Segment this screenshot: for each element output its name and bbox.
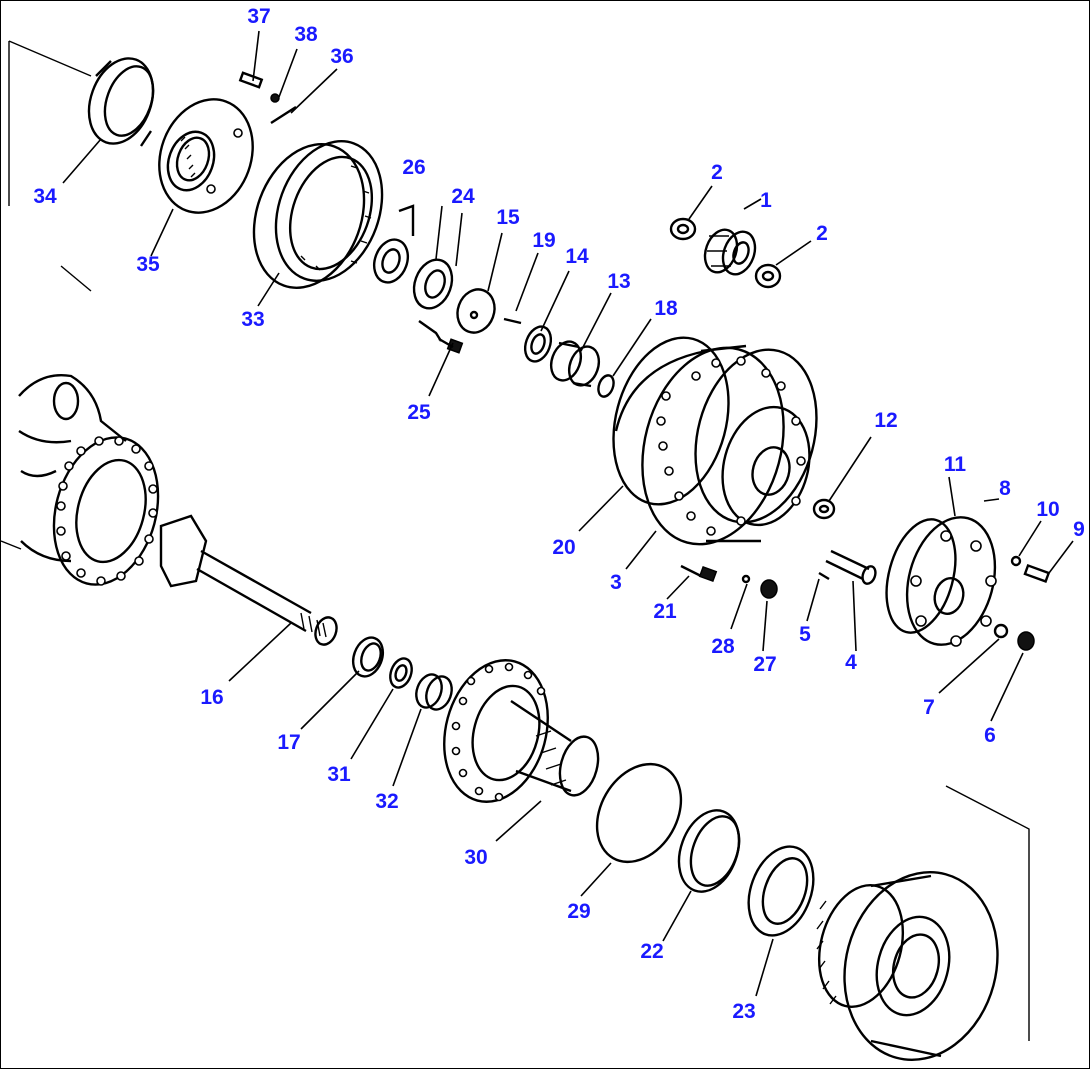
callout-12: 12 bbox=[874, 409, 897, 432]
callout-3: 3 bbox=[610, 571, 622, 594]
part-9-bolt bbox=[1023, 563, 1051, 583]
callout-22: 22 bbox=[640, 940, 663, 963]
callout-16: 16 bbox=[200, 686, 223, 709]
part-35-flange bbox=[158, 98, 254, 214]
callout-28: 28 bbox=[711, 635, 735, 658]
part-12-nut bbox=[812, 498, 836, 520]
callout-21: 21 bbox=[653, 600, 677, 623]
callout-6: 6 bbox=[984, 724, 996, 747]
part-4-planet-shaft bbox=[825, 549, 877, 585]
callout-35: 35 bbox=[136, 253, 160, 276]
part-1-planet-gear bbox=[703, 228, 757, 276]
callout-29: 29 bbox=[567, 900, 590, 923]
callout-32: 32 bbox=[375, 790, 398, 813]
part-29-o-ring bbox=[595, 762, 683, 864]
callout-18: 18 bbox=[654, 297, 678, 320]
callout-2-right: 2 bbox=[816, 222, 828, 245]
leader-lines bbox=[62, 30, 1074, 997]
callout-2-top: 2 bbox=[711, 161, 723, 184]
callout-7: 7 bbox=[923, 696, 935, 719]
callout-8: 8 bbox=[999, 477, 1011, 500]
part-24-bearing bbox=[412, 258, 454, 310]
part-18-snap-ring bbox=[597, 374, 615, 398]
callout-31: 31 bbox=[327, 763, 351, 786]
callout-23: 23 bbox=[732, 1000, 755, 1023]
callout-1: 1 bbox=[760, 189, 772, 212]
callout-33: 33 bbox=[241, 308, 264, 331]
part-14-ring bbox=[523, 325, 553, 363]
callout-25: 25 bbox=[407, 401, 431, 424]
callout-15: 15 bbox=[496, 206, 520, 229]
callout-11: 11 bbox=[944, 453, 967, 476]
axle-housing bbox=[18, 374, 160, 586]
callout-24: 24 bbox=[451, 185, 475, 208]
part-28-washer bbox=[741, 574, 751, 584]
part-32-bushing bbox=[415, 673, 453, 711]
frame-lines bbox=[1, 40, 1030, 1041]
part-16-axle-shaft bbox=[159, 514, 338, 646]
part-3-carrier-housing bbox=[612, 336, 818, 546]
part-19-pin bbox=[503, 317, 522, 325]
part-30-spindle bbox=[443, 659, 600, 803]
callout-9: 9 bbox=[1073, 518, 1085, 541]
parts-36-37-38-fasteners bbox=[238, 71, 297, 125]
callout-38: 38 bbox=[294, 23, 318, 46]
part-11-cover bbox=[885, 516, 997, 647]
callout-labels: 37 38 36 34 35 33 26 24 15 19 14 13 18 2… bbox=[33, 5, 1085, 1023]
cover-bolt-holes bbox=[910, 530, 997, 647]
part-7-plug bbox=[993, 623, 1009, 639]
part-25-bolt bbox=[418, 320, 464, 354]
part-5-pin bbox=[818, 571, 830, 581]
part-23-bearing-race bbox=[747, 845, 815, 937]
part-17-ring bbox=[351, 636, 385, 678]
part-15-washer bbox=[456, 288, 496, 334]
part-22-seal bbox=[677, 809, 741, 893]
callout-30: 30 bbox=[464, 846, 487, 869]
part-34-race bbox=[87, 57, 155, 147]
callout-4: 4 bbox=[845, 651, 857, 674]
callout-36: 36 bbox=[330, 45, 353, 68]
part-31-ring bbox=[389, 657, 413, 689]
housing-bolt-holes bbox=[56, 436, 158, 586]
callout-37: 37 bbox=[247, 5, 270, 28]
part-26-bearing bbox=[372, 204, 415, 284]
part-27-plug bbox=[760, 579, 778, 599]
callout-13: 13 bbox=[607, 270, 630, 293]
part-10-washer bbox=[1010, 555, 1022, 567]
part-13-needle-bearing bbox=[549, 340, 601, 388]
part-33-ring-gear bbox=[252, 140, 384, 289]
callout-27: 27 bbox=[753, 653, 776, 676]
callout-10: 10 bbox=[1036, 498, 1059, 521]
callout-14: 14 bbox=[565, 245, 589, 268]
carrier-bolt-holes bbox=[656, 356, 806, 536]
wheel-hub bbox=[816, 871, 999, 1061]
spindle-bolt-holes bbox=[451, 662, 546, 802]
part-20-o-ring bbox=[614, 349, 707, 432]
callout-20: 20 bbox=[552, 536, 575, 559]
part-2-nuts bbox=[669, 217, 782, 289]
callout-5: 5 bbox=[799, 623, 811, 646]
callout-17: 17 bbox=[277, 731, 300, 754]
callout-19: 19 bbox=[532, 229, 555, 252]
part-6-plug bbox=[1017, 631, 1035, 651]
callout-26: 26 bbox=[402, 156, 425, 179]
callout-34: 34 bbox=[33, 185, 57, 208]
part-21-bolt bbox=[680, 564, 718, 583]
